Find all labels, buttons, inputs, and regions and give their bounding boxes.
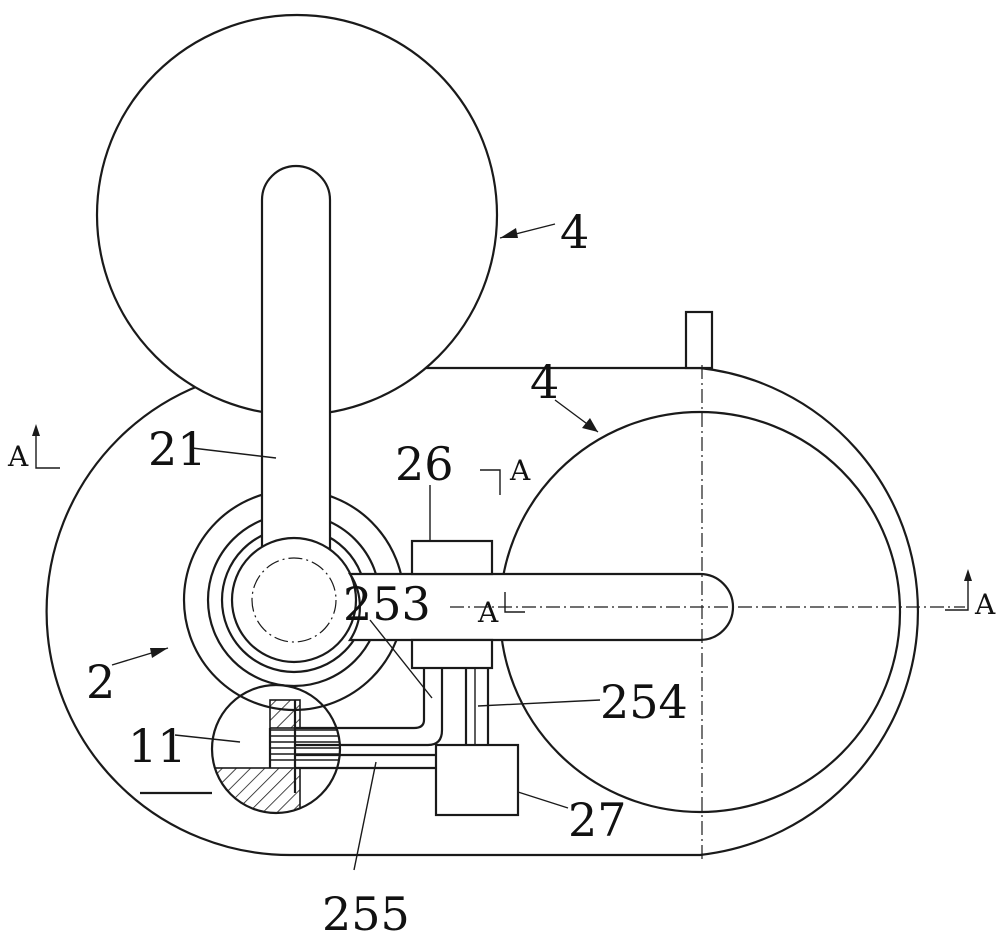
- leader-255: [353, 761, 377, 871]
- section-arrow-left: [32, 424, 40, 436]
- pipe-253-outer: [295, 668, 444, 747]
- section-label-left: A: [7, 440, 29, 473]
- leader-253: [369, 619, 433, 699]
- section-mark-right: [945, 575, 969, 611]
- section-label-right: A: [974, 588, 996, 621]
- component-26-lower: [410, 638, 494, 670]
- arrow-4-upper: [500, 228, 518, 238]
- top-pin: [684, 310, 714, 370]
- label-254: 254: [600, 675, 688, 729]
- label-255: 255: [322, 887, 410, 940]
- arrow-4-lower: [582, 418, 598, 432]
- section-mark-upper: [480, 469, 501, 495]
- section-mark-center: [504, 592, 525, 613]
- arm-21: [260, 164, 332, 554]
- label-21: 21: [148, 422, 207, 476]
- leader-27: [517, 791, 569, 809]
- component-27: [434, 743, 520, 817]
- section-label-center: A: [477, 596, 499, 629]
- section-arrow-right: [964, 569, 972, 581]
- arrow-2: [150, 648, 168, 658]
- section-label-upper: A: [509, 454, 531, 487]
- component-26: [410, 539, 494, 576]
- pivot-core: [251, 557, 337, 643]
- label-26: 26: [395, 437, 454, 491]
- leader-11: [174, 734, 241, 743]
- section-mark-left: [35, 430, 60, 469]
- label-11: 11: [128, 719, 187, 773]
- label-27: 27: [568, 793, 627, 847]
- label-4-upper: 4: [560, 205, 589, 259]
- pivot-hub: [230, 536, 358, 664]
- pipe-253-inner: [295, 668, 426, 730]
- leader-21: [191, 447, 277, 459]
- label-2: 2: [86, 655, 115, 709]
- label-4-lower: 4: [530, 355, 559, 409]
- leader-254: [477, 699, 601, 707]
- label-253: 253: [343, 577, 431, 631]
